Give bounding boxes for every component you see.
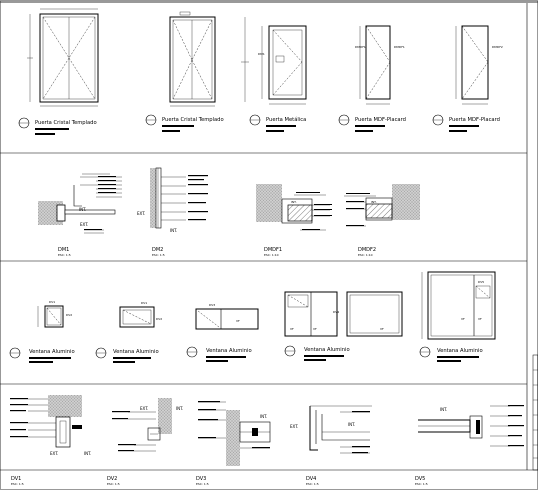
dmdf1-int-mark: INT. bbox=[291, 200, 297, 204]
dv4-scale: ESC: 1:5 bbox=[306, 482, 319, 486]
window-caption-text-2: Ventana Aluminio bbox=[113, 349, 159, 355]
window-elevation-3: VF DV3 bbox=[195, 303, 259, 330]
door-caption-text-2: Puerta Cristal Templado bbox=[162, 117, 224, 123]
dv5-int-mark: INT. bbox=[440, 407, 447, 412]
dv1-code: DV1 bbox=[11, 476, 21, 482]
dv4-tag: DV4 bbox=[333, 310, 339, 314]
dv3-code: DV3 bbox=[196, 476, 206, 482]
dmdf1-code: DMDF1 bbox=[264, 247, 282, 253]
dv4-code: DV4 bbox=[306, 476, 316, 482]
dv2-tag-b: DV2 bbox=[156, 317, 162, 321]
door-elevation-1 bbox=[27, 8, 99, 107]
detail-dv4: EXT. INT. bbox=[290, 405, 372, 454]
tag-dmdf1: DMDF1 bbox=[355, 45, 366, 49]
door-caption-text-4: Puerta MDF-Placard bbox=[355, 117, 406, 123]
detail-dv5: INT. bbox=[418, 405, 524, 447]
door-elevation-4: DMDF1 DMDF1 bbox=[355, 25, 405, 105]
dm1-int-mark: INT. bbox=[79, 207, 86, 212]
row2-labels: DM1 ESC: 1:5 DM2 ESC: 1:5 DMDF1 ESC: 1:1… bbox=[58, 247, 376, 257]
detail-dv3: INT. bbox=[198, 401, 271, 466]
vf-tag-4: VF bbox=[380, 327, 384, 331]
door-caption-text-3: Puerta Metálica bbox=[266, 116, 306, 123]
door-caption-5: Puerta MDF-Placard bbox=[432, 114, 500, 132]
dv3-int-mark: INT. bbox=[260, 414, 267, 419]
dm2-int-mark: INT. bbox=[170, 228, 177, 233]
dv2-scale: ESC: 1:5 bbox=[107, 482, 120, 486]
vf-tag-6: VF bbox=[478, 317, 482, 321]
detail-dmdf1: INT. bbox=[256, 184, 332, 231]
dv2-ext-mark: EXT. bbox=[140, 406, 148, 411]
detail-dv2: EXT. INT. bbox=[112, 398, 183, 452]
dmdf2-code: DMDF2 bbox=[358, 247, 376, 253]
dv1-int-mark: INT. bbox=[84, 451, 91, 456]
door-caption-1: Puerta Cristal Templado bbox=[18, 117, 97, 135]
tag-dm1: DM1 bbox=[258, 52, 265, 56]
vf-tag-2: VF bbox=[290, 327, 294, 331]
detail-dm2: INT. EXT. bbox=[137, 167, 208, 233]
dmdf1-scale: ESC: 1:10 bbox=[264, 253, 279, 257]
dv3-scale: ESC: 1:5 bbox=[196, 482, 209, 486]
window-caption-5: Ventana Aluminio bbox=[419, 346, 483, 362]
dv5-scale: ESC: 1:5 bbox=[415, 482, 428, 486]
dmdf2-scale: ESC: 1:10 bbox=[358, 253, 373, 257]
detail-dv1: EXT. INT. bbox=[10, 395, 91, 456]
dv2-code: DV2 bbox=[107, 476, 117, 482]
detail-dmdf2: INT. bbox=[344, 184, 420, 227]
dv1-tag-b: DV1 bbox=[141, 301, 147, 305]
vf-tag-1: VF bbox=[236, 319, 240, 323]
dv1-scale: ESC: 1:5 bbox=[11, 482, 24, 486]
window-caption-text-3: Ventana Aluminio bbox=[206, 348, 252, 354]
window-caption-2: Ventana Aluminio bbox=[95, 347, 159, 363]
title-block-lines bbox=[533, 369, 538, 459]
tag-dmdf1-right: DMDF1 bbox=[394, 45, 405, 49]
door-elevation-3: DM1 bbox=[258, 25, 307, 105]
dv2-int-mark: INT. bbox=[176, 406, 183, 411]
dv3-tag: DV3 bbox=[209, 303, 215, 307]
window-caption-text-4: Ventana Aluminio bbox=[304, 347, 350, 353]
vf-tag-3: VF bbox=[313, 327, 317, 331]
dv1-ext-mark: EXT. bbox=[50, 451, 58, 456]
dm1-code: DM1 bbox=[58, 247, 69, 253]
dm2-code: DM2 bbox=[152, 247, 163, 253]
window-caption-4: Ventana Aluminio bbox=[284, 345, 350, 361]
door-caption-2: Puerta Cristal Templado bbox=[145, 114, 224, 132]
row4-labels: DV1 ESC: 1:5 DV2 ESC: 1:5 DV3 ESC: 1:5 D… bbox=[11, 476, 428, 486]
dm1-ext-mark: EXT. bbox=[80, 222, 88, 227]
window-elevation-4: VF VF DV4 VF bbox=[284, 291, 403, 337]
door-caption-text-1: Puerta Cristal Templado bbox=[35, 120, 97, 126]
dm2-ext-mark: EXT. bbox=[137, 211, 145, 216]
detail-dm1: INT. EXT. bbox=[38, 173, 122, 234]
window-elevation-1: DV1 DV2 bbox=[37, 300, 72, 328]
window-elevation-2: DV1 DV2 bbox=[119, 301, 162, 328]
window-caption-1: Ventana Aluminio bbox=[9, 347, 75, 363]
dv4-ext-mark: EXT. bbox=[290, 424, 298, 429]
dv5-code: DV5 bbox=[415, 476, 425, 482]
window-caption-3: Ventana Aluminio bbox=[186, 346, 252, 362]
door-caption-4: Puerta MDF-Placard bbox=[338, 114, 406, 132]
tag-dmdf2: DMDF2 bbox=[492, 45, 503, 49]
door-elevation-2 bbox=[169, 11, 249, 107]
door-caption-text-5: Puerta MDF-Placard bbox=[449, 117, 500, 123]
dmdf2-int-mark: INT. bbox=[371, 200, 377, 204]
dv1-tag-a: DV1 bbox=[49, 300, 55, 304]
dm2-scale: ESC: 1:5 bbox=[152, 253, 165, 257]
vf-tag-5: VF bbox=[461, 317, 465, 321]
window-caption-text-5: Ventana Aluminio bbox=[437, 348, 483, 354]
dv4-int-mark: INT. bbox=[348, 422, 355, 427]
door-caption-3: Puerta Metálica bbox=[249, 114, 306, 132]
window-elevation-5: DV5 VF VF bbox=[421, 271, 496, 340]
door-elevation-5: DMDF2 bbox=[455, 25, 503, 105]
window-caption-text-1: Ventana Aluminio bbox=[29, 349, 75, 355]
title-block bbox=[532, 354, 538, 471]
dv2-tag-a: DV2 bbox=[66, 313, 72, 317]
dm1-scale: ESC: 1:5 bbox=[58, 253, 71, 257]
dv5-tag: DV5 bbox=[478, 280, 484, 284]
